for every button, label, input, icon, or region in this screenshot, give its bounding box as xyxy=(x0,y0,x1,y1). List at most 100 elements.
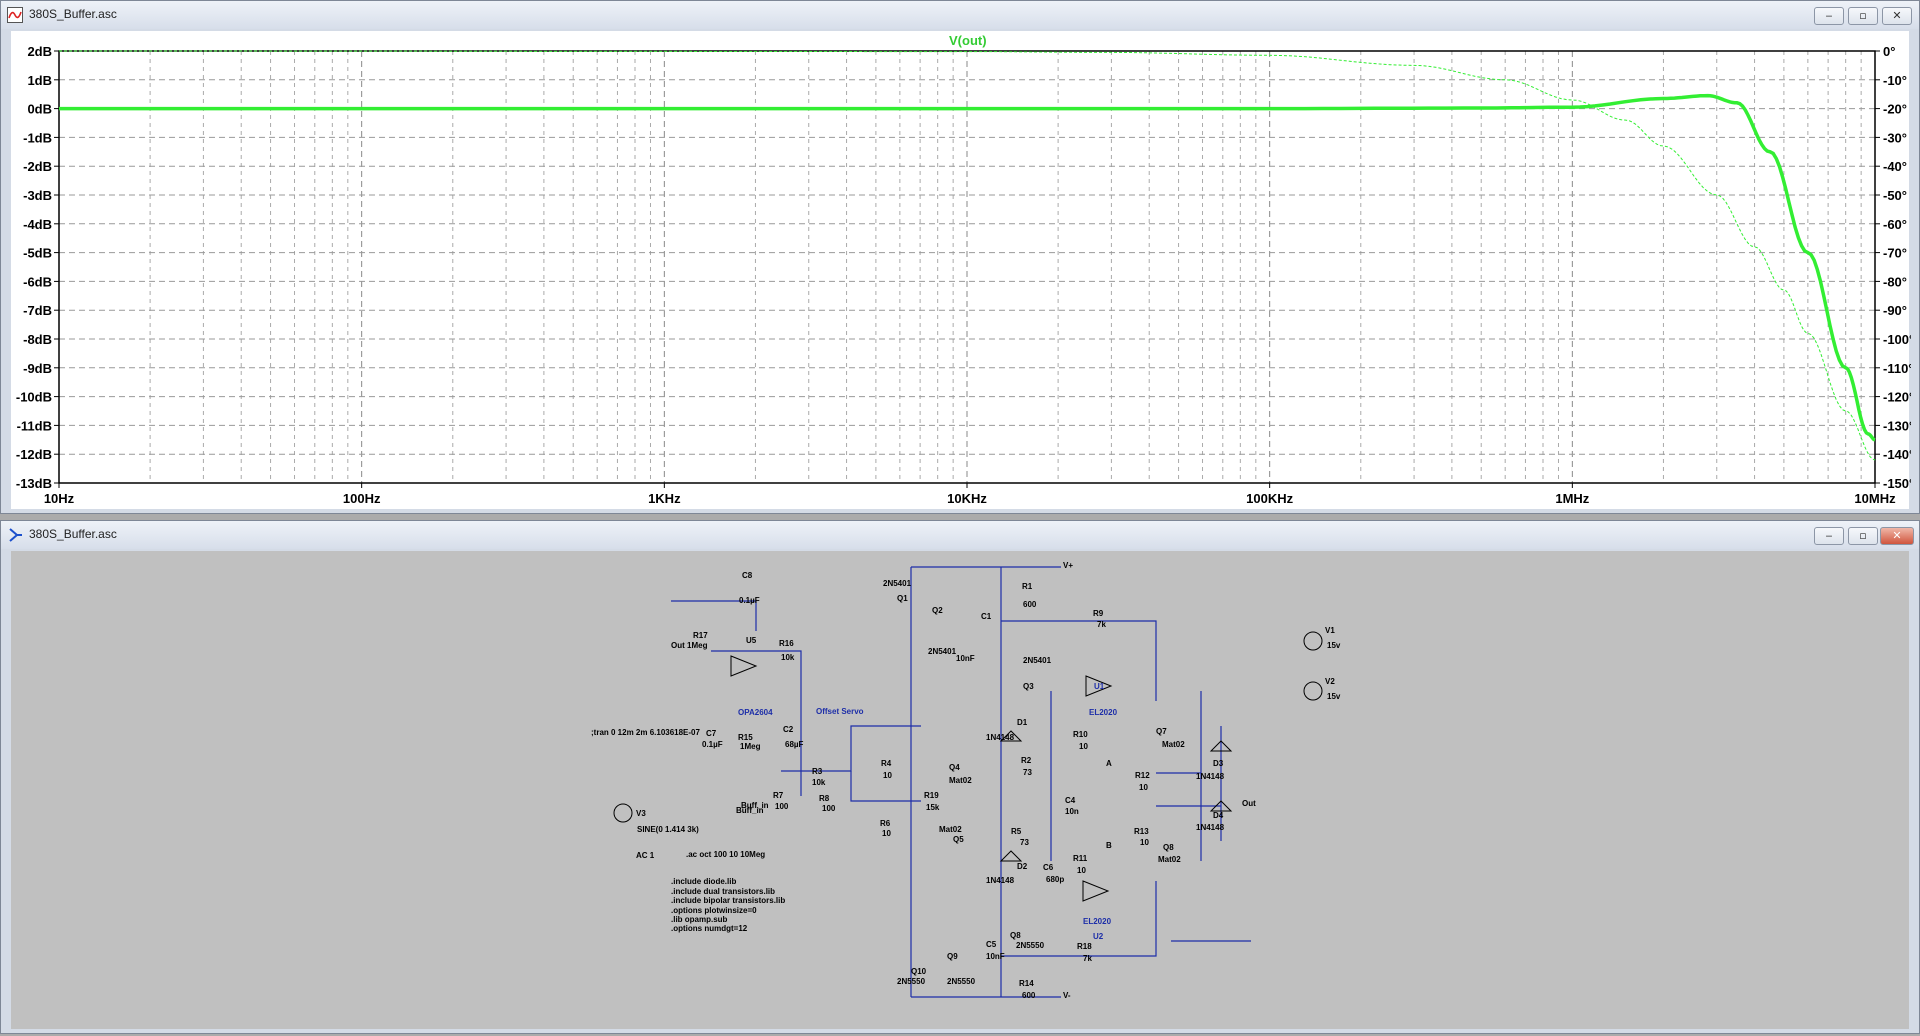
trace-label[interactable]: V(out) xyxy=(949,33,987,48)
phase-trace[interactable] xyxy=(59,50,1876,461)
schematic-window[interactable]: 380S_Buffer.asc ‒ ▫ ✕ xyxy=(0,520,1920,1034)
schematic-label: D4 xyxy=(1213,811,1224,820)
u5-opamp-symbol xyxy=(730,655,758,677)
right-tick-label: -30° xyxy=(1883,130,1907,145)
schematic-label: Mat02 xyxy=(1158,855,1181,864)
schematic-label: R3 xyxy=(812,767,823,776)
schematic-label: .ac oct 100 10 10Meg xyxy=(686,850,765,859)
close-button[interactable]: ✕ xyxy=(1882,7,1912,25)
left-tick-label: 0dB xyxy=(27,102,52,117)
schematic-label: R12 xyxy=(1135,771,1150,780)
left-tick-label: -3dB xyxy=(23,188,52,203)
schematic-label: 15k xyxy=(926,803,940,812)
schematic-label: R9 xyxy=(1093,609,1104,618)
schematic-label: 100 xyxy=(775,802,789,811)
schematic-label: 1Meg xyxy=(687,641,708,650)
schematic-label: R8 xyxy=(819,794,830,803)
right-tick-label: -40° xyxy=(1883,159,1907,174)
schematic-label: .options plotwinsize=0 xyxy=(671,906,757,915)
schematic-label: Mat02 xyxy=(949,776,972,785)
schematic-label: U2 xyxy=(1093,932,1104,941)
left-tick-label: -2dB xyxy=(23,159,52,174)
schematic-label: 600 xyxy=(1022,991,1036,1000)
schematic-label: 15v xyxy=(1327,692,1341,701)
schematic-label: 1Meg xyxy=(740,742,761,751)
schematic-label: Q3 xyxy=(1023,682,1034,691)
schematic-label: 2N5550 xyxy=(1016,941,1045,950)
schematic-titlebar[interactable]: 380S_Buffer.asc ‒ ▫ ✕ xyxy=(1,521,1919,549)
minimize-button[interactable]: ‒ xyxy=(1814,527,1844,545)
schematic-label: Mat02 xyxy=(1162,740,1185,749)
schematic-label: .lib opamp.sub xyxy=(671,915,728,924)
schematic-label: Q8 xyxy=(1010,931,1021,940)
schematic-label: C1 xyxy=(981,612,992,621)
magnitude-trace[interactable] xyxy=(59,93,1876,442)
schematic-label: Q9 xyxy=(947,952,958,961)
close-button[interactable]: ✕ xyxy=(1880,527,1914,545)
right-tick-label: -110° xyxy=(1883,361,1911,376)
schematic-label: 10nF xyxy=(956,654,975,663)
schematic-label: R19 xyxy=(924,791,939,800)
left-tick-label: -7dB xyxy=(23,303,52,318)
right-tick-label: -90° xyxy=(1883,303,1907,318)
schematic-label: Q1 xyxy=(897,594,908,603)
right-tick-label: -140° xyxy=(1883,447,1911,462)
schematic-label: Out xyxy=(671,641,685,650)
schematic-label: R2 xyxy=(1021,756,1032,765)
schematic-label: 7k xyxy=(1097,620,1106,629)
left-tick-label: -5dB xyxy=(23,246,52,261)
schematic-label: C7 xyxy=(706,729,717,738)
right-tick-label: -20° xyxy=(1883,102,1907,117)
right-tick-label: -60° xyxy=(1883,217,1907,232)
v3-source-symbol xyxy=(613,803,633,823)
d3-diode-symbol xyxy=(1209,740,1233,752)
schematic-label: 10k xyxy=(781,653,795,662)
right-tick-label: -10° xyxy=(1883,73,1907,88)
left-axis-ticks: 2dB1dB0dB-1dB-2dB-3dB-4dB-5dB-6dB-7dB-8d… xyxy=(16,44,59,491)
x-tick-label: 100Hz xyxy=(343,491,381,506)
right-axis-ticks: 0°-10°-20°-30°-40°-50°-60°-70°-80°-90°-1… xyxy=(1875,44,1914,491)
schematic-label: 10n xyxy=(1065,807,1079,816)
schematic-label: 10 xyxy=(1139,783,1148,792)
schematic-label: V1 xyxy=(1325,626,1335,635)
schematic-label: 0.1µF xyxy=(739,596,760,605)
schematic-label: 10 xyxy=(1077,866,1086,875)
bode-plot[interactable]: 2dB1dB0dB-1dB-2dB-3dB-4dB-5dB-6dB-7dB-8d… xyxy=(11,31,1914,511)
waveform-titlebar[interactable]: 380S_Buffer.asc ‒ ▫ ✕ xyxy=(1,1,1919,29)
right-tick-label: 0° xyxy=(1883,44,1895,59)
right-tick-label: -130° xyxy=(1883,418,1911,433)
x-tick-label: 1MHz xyxy=(1555,491,1589,506)
schematic-label: Out xyxy=(1242,799,1256,808)
schematic-label: B xyxy=(1106,841,1112,850)
schematic-label: C4 xyxy=(1065,796,1076,805)
d1-diode-symbol xyxy=(999,730,1023,742)
maximize-button[interactable]: ▫ xyxy=(1848,527,1878,545)
left-tick-label: -8dB xyxy=(23,332,52,347)
schematic-label: 2N5401 xyxy=(883,579,912,588)
x-tick-label: 10Hz xyxy=(44,491,75,506)
schematic-label: Offset Servo xyxy=(816,707,864,716)
schematic-label: R18 xyxy=(1077,942,1092,951)
maximize-button[interactable]: ▫ xyxy=(1848,7,1878,25)
minimize-button[interactable]: ‒ xyxy=(1814,7,1844,25)
schematic-label: U1 xyxy=(1094,682,1105,691)
schematic-label: 73 xyxy=(1020,838,1029,847)
v1-source-symbol xyxy=(1303,631,1323,651)
schematic-label: ;tran 0 12m 2m 6.103618E-07 xyxy=(591,728,701,737)
schematic-label: SINE(0 1.414 3k) xyxy=(637,825,699,834)
schematic-label: C8 xyxy=(742,571,753,580)
schematic-label: R6 xyxy=(880,819,891,828)
schematic-label: 10nF xyxy=(986,952,1005,961)
schematic-label: R10 xyxy=(1073,730,1088,739)
schematic-label: 1N4148 xyxy=(986,876,1015,885)
left-tick-label: -12dB xyxy=(16,447,52,462)
schematic-label: 1N4148 xyxy=(1196,772,1225,781)
schematic-label: V- xyxy=(1063,991,1071,1000)
schematic-label: R1 xyxy=(1022,582,1033,591)
right-tick-label: -50° xyxy=(1883,188,1907,203)
